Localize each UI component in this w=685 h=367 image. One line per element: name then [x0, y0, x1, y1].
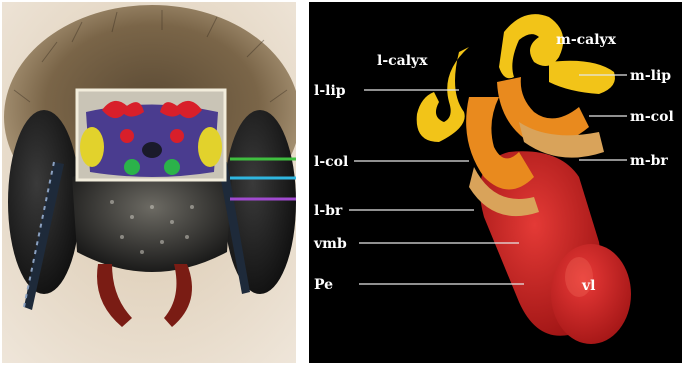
brain-inset: [80, 101, 222, 177]
label-m-col: m-col: [630, 109, 674, 125]
label-vmb: vmb: [313, 236, 347, 252]
vertical-lobe: [551, 244, 631, 344]
bee-head-photo-panel: [2, 2, 296, 363]
label-l-calyx: l-calyx: [377, 53, 428, 69]
label-m-br: m-br: [630, 153, 668, 169]
label-vl: vl: [581, 278, 595, 294]
left-lobe-red: [120, 129, 134, 143]
left-compound-eye: [8, 110, 80, 294]
right-lobe-red: [170, 129, 184, 143]
mushroom-body-3d-panel: l-calyx m-calyx l-lip m-lip m-col l-col …: [309, 2, 682, 363]
right-compound-eye: [224, 110, 296, 294]
label-m-calyx: m-calyx: [556, 32, 617, 48]
left-antennal-lobe: [124, 159, 140, 175]
right-antennal-lobe: [164, 159, 180, 175]
central-dark-region: [142, 142, 162, 158]
label-l-col: l-col: [314, 154, 348, 170]
central-brain: [86, 105, 218, 178]
label-l-lip: l-lip: [314, 83, 346, 99]
left-optic-lobe: [80, 127, 104, 167]
bee-head-illustration: [2, 2, 296, 363]
label-pe: Pe: [314, 277, 333, 293]
label-m-lip: m-lip: [630, 68, 671, 84]
right-optic-lobe: [198, 127, 222, 167]
mushroom-body-illustration: l-calyx m-calyx l-lip m-lip m-col l-col …: [309, 2, 682, 363]
label-l-br: l-br: [314, 203, 343, 219]
